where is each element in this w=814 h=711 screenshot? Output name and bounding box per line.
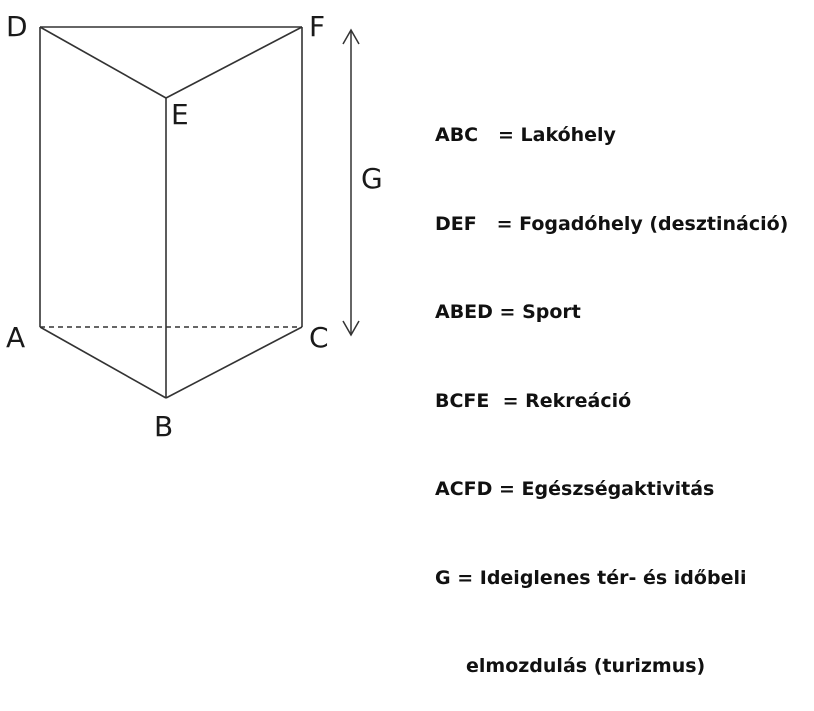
edge-AB	[39, 326, 167, 399]
legend-item-abed: ABED = Sport	[435, 301, 581, 323]
vertex-label-d: D	[6, 10, 28, 43]
height-arrow	[342, 28, 360, 337]
vertex-label-g: G	[361, 162, 383, 195]
prism-diagram: D F E G A C B	[6, 10, 383, 443]
vertex-label-e: E	[171, 98, 189, 131]
vertex-label-f: F	[309, 10, 325, 43]
edge-EF	[165, 26, 303, 99]
edge-DE	[39, 26, 167, 99]
legend: ABC = Lakóhely DEF = Fogadóhely (desztin…	[435, 62, 788, 711]
vertex-label-c: C	[309, 321, 329, 354]
legend-item-g-continued: elmozdulás (turizmus)	[466, 655, 706, 677]
legend-item-acfd: ACFD = Egészségaktivitás	[435, 478, 715, 500]
legend-item-abc: ABC = Lakóhely	[435, 124, 616, 146]
legend-item-bcfe: BCFE = Rekreáció	[435, 389, 632, 412]
legend-item-def: DEF = Fogadóhely (desztináció)	[435, 212, 789, 235]
legend-item-g: G = Ideiglenes tér- és időbeli	[435, 566, 747, 589]
vertex-label-b: B	[154, 410, 173, 443]
edge-BC	[165, 326, 303, 399]
vertex-label-a: A	[6, 321, 25, 354]
